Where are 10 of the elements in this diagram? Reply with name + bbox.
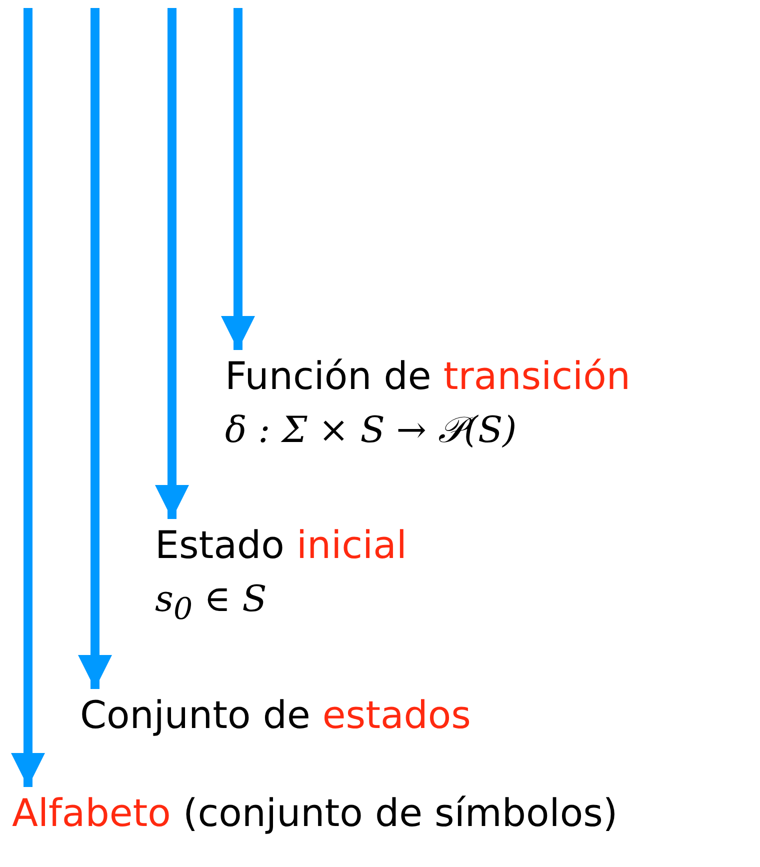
label-text: Conjunto de estados xyxy=(80,692,471,739)
arrow xyxy=(221,8,255,350)
label-text: Estado inicial xyxy=(155,522,407,569)
arrow xyxy=(11,8,45,787)
label-text: Alfabeto (conjunto de símbolos) xyxy=(12,790,618,837)
arrow xyxy=(78,8,112,689)
label-text: Función de transición xyxy=(225,353,630,400)
arrow xyxy=(155,8,189,519)
formula-text: s$_{0}$ ∈ S xyxy=(155,578,268,630)
formula-text: δ : Σ × S → 𝒫(S) xyxy=(225,409,518,453)
